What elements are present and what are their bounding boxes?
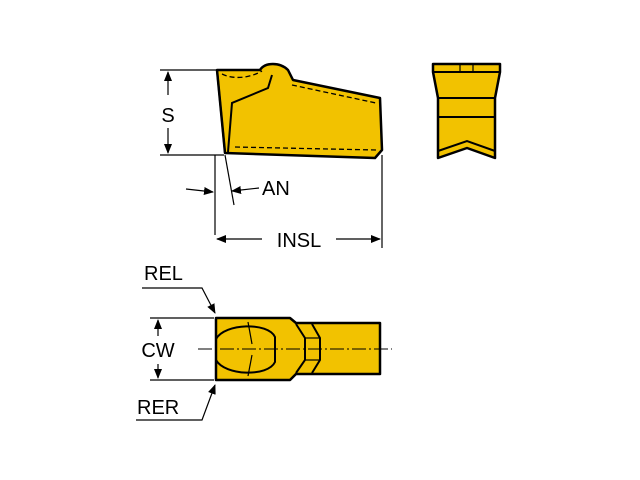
top-view: CW REL RER — [136, 263, 392, 421]
end-view — [431, 62, 502, 160]
an-arrow-left — [185, 187, 214, 195]
rel-leader — [142, 287, 216, 314]
side-view-hidden-line-upper — [291, 84, 377, 104]
side-view-chipbreaker-edge — [227, 74, 273, 153]
an-angle-line — [224, 154, 235, 206]
rer-label: RER — [137, 397, 179, 419]
side-view-body — [215, 62, 384, 160]
an-arrow-right — [231, 186, 260, 194]
top-view-facet-b — [247, 354, 253, 377]
s-dimension-label: S — [161, 105, 174, 127]
rel-label: REL — [144, 263, 183, 285]
top-view-facet-a — [247, 321, 253, 345]
insl-dimension-label: INSL — [277, 230, 321, 252]
an-dimension-label: AN — [262, 178, 290, 200]
cw-dimension-label: CW — [141, 340, 174, 362]
side-view-hidden-line-top — [221, 70, 263, 79]
rer-leader — [136, 384, 216, 421]
side-view: S AN INSL — [160, 62, 384, 252]
side-view-rake-edge — [216, 69, 226, 154]
end-view-v-bottom — [437, 139, 496, 152]
end-view-body — [431, 62, 502, 160]
